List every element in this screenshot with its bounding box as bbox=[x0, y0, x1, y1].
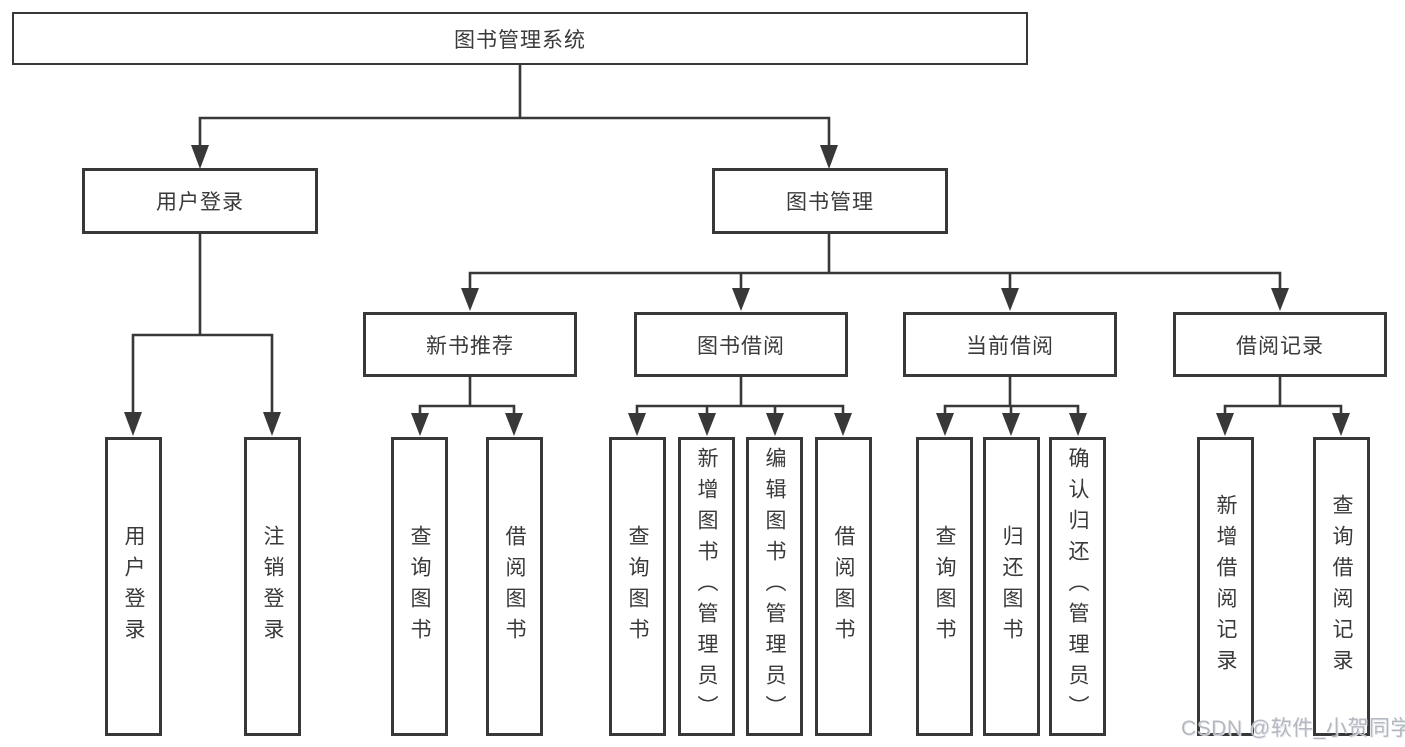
leaf-edit-book-admin: 编辑图书（管理员） bbox=[746, 437, 803, 736]
node-root: 图书管理系统 bbox=[12, 12, 1028, 65]
leaf-confirm-return-admin: 确认归还（管理员） bbox=[1049, 437, 1106, 736]
node-user-login: 用户登录 bbox=[82, 168, 318, 234]
node-current-borrowing-label: 当前借阅 bbox=[966, 334, 1054, 358]
leaf-user-login-label: 用户登录 bbox=[122, 524, 145, 649]
leaf-return-books: 归还图书 bbox=[983, 437, 1040, 736]
leaf-add-borrow-record-label: 新增借阅记录 bbox=[1214, 493, 1237, 680]
node-book-borrowing: 图书借阅 bbox=[634, 312, 848, 377]
connector-root-to-level2 bbox=[191, 63, 838, 169]
node-borrowing-records-label: 借阅记录 bbox=[1236, 334, 1324, 358]
node-book-management-label: 图书管理 bbox=[786, 191, 874, 214]
leaf-query-books-recommend: 查询图书 bbox=[391, 437, 448, 736]
node-current-borrowing: 当前借阅 bbox=[903, 312, 1117, 377]
leaf-query-books-recommend-label: 查询图书 bbox=[408, 524, 431, 649]
connector-user-login-to-leaves bbox=[124, 232, 281, 436]
leaf-add-borrow-record: 新增借阅记录 bbox=[1197, 437, 1254, 736]
connector-current-borrowing-to-leaves bbox=[936, 375, 1087, 436]
leaf-confirm-return-admin-label: 确认归还（管理员） bbox=[1066, 447, 1089, 726]
leaf-query-books-current-label: 查询图书 bbox=[933, 524, 956, 649]
node-root-label: 图书管理系统 bbox=[454, 28, 586, 52]
csdn-watermark: CSDN @软件_小贺同学 bbox=[1181, 717, 1405, 740]
leaf-return-books-label: 归还图书 bbox=[1000, 524, 1023, 649]
node-new-book-recommend-label: 新书推荐 bbox=[426, 334, 514, 358]
leaf-borrow-books-recommend: 借阅图书 bbox=[486, 437, 543, 736]
connector-book-management-to-level3 bbox=[461, 232, 1289, 311]
leaf-borrow-books-borrowing-label: 借阅图书 bbox=[832, 524, 855, 649]
node-borrowing-records: 借阅记录 bbox=[1173, 312, 1387, 377]
leaf-logout-label: 注销登录 bbox=[261, 524, 284, 649]
leaf-borrow-books-recommend-label: 借阅图书 bbox=[503, 524, 526, 649]
node-book-borrowing-label: 图书借阅 bbox=[697, 334, 785, 358]
leaf-logout: 注销登录 bbox=[244, 437, 301, 736]
node-book-management: 图书管理 bbox=[712, 168, 948, 234]
leaf-query-borrow-record: 查询借阅记录 bbox=[1313, 437, 1370, 736]
leaf-query-books-borrowing: 查询图书 bbox=[609, 437, 666, 736]
leaf-query-borrow-record-label: 查询借阅记录 bbox=[1330, 493, 1353, 680]
leaf-user-login: 用户登录 bbox=[105, 437, 162, 736]
leaf-query-books-borrowing-label: 查询图书 bbox=[626, 524, 649, 649]
node-new-book-recommend: 新书推荐 bbox=[363, 312, 577, 377]
connector-new-book-recommend-to-leaves bbox=[411, 375, 523, 436]
connector-book-borrowing-to-leaves bbox=[628, 375, 852, 436]
leaf-edit-book-admin-label: 编辑图书（管理员） bbox=[763, 447, 786, 726]
leaf-add-book-admin-label: 新增图书（管理员） bbox=[695, 447, 718, 726]
leaf-borrow-books-borrowing: 借阅图书 bbox=[815, 437, 872, 736]
leaf-query-books-current: 查询图书 bbox=[916, 437, 973, 736]
leaf-add-book-admin: 新增图书（管理员） bbox=[678, 437, 735, 736]
node-user-login-label: 用户登录 bbox=[156, 191, 244, 214]
connector-borrowing-records-to-leaves bbox=[1216, 375, 1350, 436]
